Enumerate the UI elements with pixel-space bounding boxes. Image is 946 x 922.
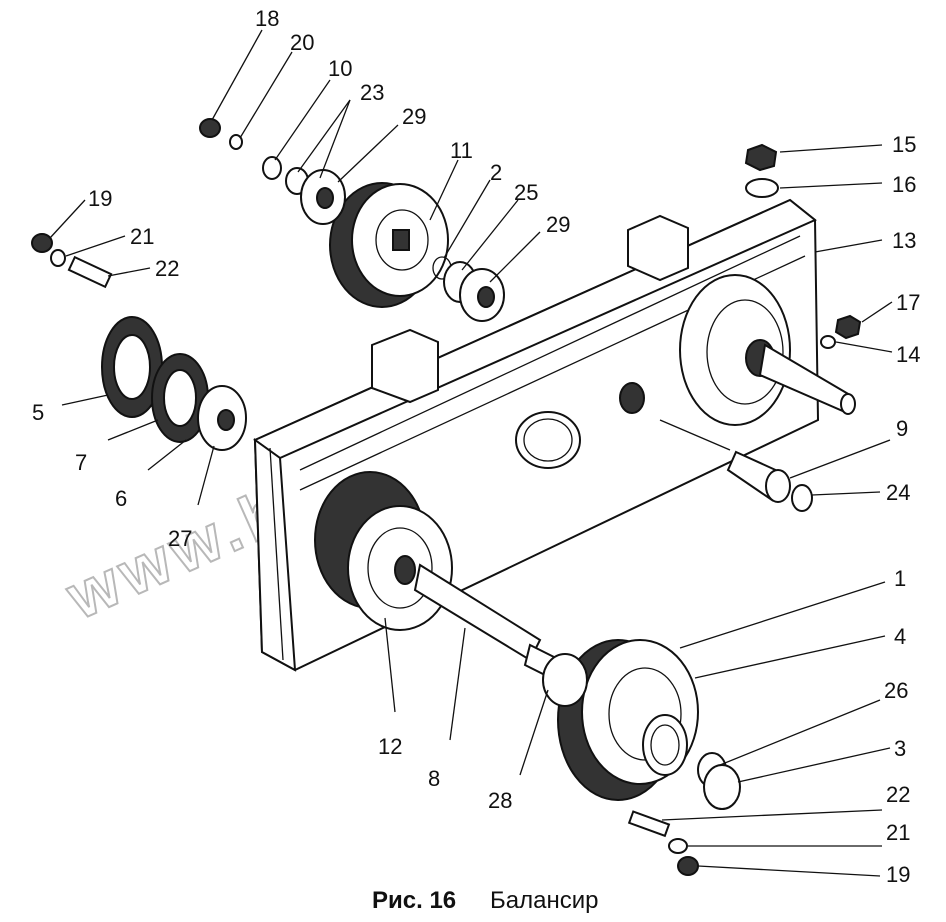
callout-25: 25 xyxy=(514,180,538,205)
bolt-9 xyxy=(619,382,813,512)
leader-lines xyxy=(49,29,893,877)
callout-14: 14 xyxy=(896,342,920,367)
callout-12: 12 xyxy=(378,734,402,759)
callout-22-lower: 22 xyxy=(886,782,910,807)
drive-gear-lower xyxy=(314,471,562,682)
callout-1: 1 xyxy=(894,566,906,591)
bearing-29b-inner xyxy=(477,286,495,308)
callout-2: 2 xyxy=(490,160,502,185)
callout-16: 16 xyxy=(892,172,916,197)
cup-3 xyxy=(703,764,741,810)
right-hub-upper xyxy=(679,274,856,426)
callout-29-lower: 29 xyxy=(546,212,570,237)
callout-21-upper: 21 xyxy=(130,224,154,249)
callout-9: 9 xyxy=(896,416,908,441)
callout-18: 18 xyxy=(255,6,279,31)
callout-7: 7 xyxy=(75,450,87,475)
callout-5: 5 xyxy=(32,400,44,425)
callout-17: 17 xyxy=(896,290,920,315)
callout-13: 13 xyxy=(892,228,916,253)
figure-number: Рис. 16 xyxy=(372,887,456,914)
callout-8: 8 xyxy=(428,766,440,791)
callout-19-upper: 19 xyxy=(88,186,112,211)
left-parts-chain xyxy=(31,233,247,451)
callout-24: 24 xyxy=(886,480,910,505)
callout-4: 4 xyxy=(894,624,906,649)
callout-6: 6 xyxy=(115,486,127,511)
callout-28: 28 xyxy=(488,788,512,813)
callout-29-upper: 29 xyxy=(402,104,426,129)
hub-lower xyxy=(542,639,699,801)
callout-27: 27 xyxy=(168,526,192,551)
figure-title: Балансир xyxy=(490,887,598,914)
nut-washer-right xyxy=(744,143,862,349)
callout-19-lower: 19 xyxy=(886,862,910,887)
callout-26: 26 xyxy=(884,678,908,703)
callouts: 18 20 10 23 29 11 2 25 29 15 16 13 17 14… xyxy=(32,6,920,887)
callout-10: 10 xyxy=(328,56,352,81)
top-parts-chain xyxy=(199,118,346,225)
callout-15: 15 xyxy=(892,132,916,157)
gear-11 xyxy=(329,182,449,308)
callout-22-upper: 22 xyxy=(155,256,179,281)
callout-20: 20 xyxy=(290,30,314,55)
callout-21-lower: 21 xyxy=(886,820,910,845)
bolt-set-lower xyxy=(627,810,699,876)
callout-11: 11 xyxy=(450,138,473,163)
callout-23: 23 xyxy=(360,80,384,105)
callout-3: 3 xyxy=(894,736,906,761)
